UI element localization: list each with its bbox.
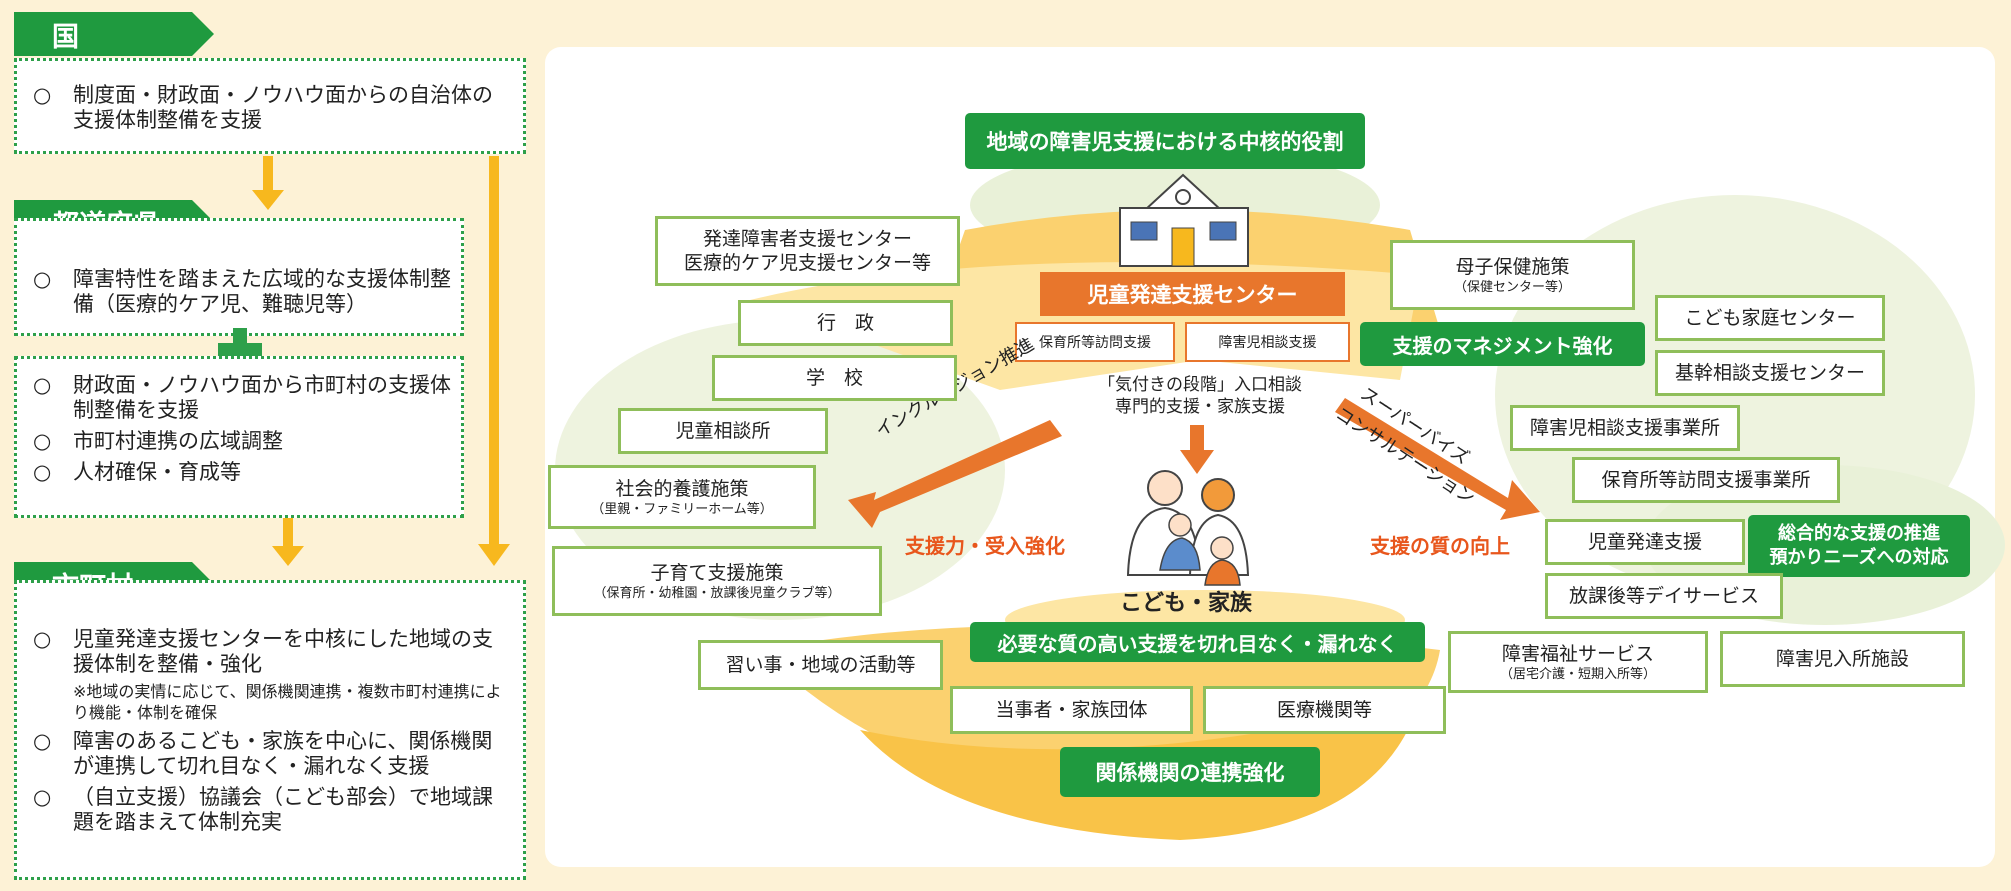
box-kosodate-2: （保育所・幼稚園・放課後児童クラブ等） (593, 585, 841, 601)
shichoson-text-1: 児童発達支援センターを中核にした地域の支援体制を整備・強化 (73, 627, 493, 676)
bullet: ○ (33, 373, 52, 397)
comprehensive-line-1: 総合的な支援の推進 (1778, 523, 1940, 544)
box-kikan-sodan: 基幹相談支援センター (1655, 350, 1885, 396)
center-desc-1: 「気付きの段階」入口相談 (1098, 375, 1302, 395)
building-icon (1119, 173, 1249, 267)
todofuken-box-2: ○ 財政面・ノウハウ面から市町村の支援体制整備を支援 ○ 市町村連携の広域調整 ○ 人… (14, 356, 464, 518)
box-hattatsu-2: 医療的ケア児支援センター等 (683, 252, 931, 274)
box-hoikusho-jigyo: 保育所等訪問支援事業所 (1572, 457, 1840, 503)
family-icon (1126, 470, 1250, 586)
management-banner: 支援のマネジメント強化 (1360, 322, 1645, 366)
family-banner: 必要な質の高い支援を切れ目なく・漏れなく (970, 622, 1425, 662)
box-boshi: 母子保健施策 （保健センター等） (1390, 240, 1635, 310)
box-fukushi-1: 障害福祉サービス (1501, 642, 1654, 665)
box-kosodate: 子育て支援施策 （保育所・幼稚園・放課後児童クラブ等） (552, 546, 882, 616)
bullet: ○ (33, 785, 52, 809)
box-shakai-2: （里親・ファミリーホーム等） (591, 501, 773, 517)
kuni-text: 制度面・財政面・ノウハウ面からの自治体の支援体制整備を支援 (73, 83, 493, 132)
box-shakai-1: 社会的養護施策 (615, 477, 749, 500)
todofuken-text-4: 人材確保・育成等 (73, 460, 241, 484)
box-hattatsu: 発達障害者支援センター 医療的ケア児支援センター等 (655, 216, 960, 286)
bullet: ○ (33, 729, 52, 753)
bottom-banner: 関係機関の連携強化 (1060, 747, 1320, 797)
bullet: ○ (33, 429, 52, 453)
box-gyosei: 行 政 (738, 300, 953, 346)
top-banner: 地域の障害児支援における中核的役割 (965, 113, 1365, 169)
box-boshi-1: 母子保健施策 (1455, 255, 1570, 278)
box-iryo: 医療機関等 (1203, 686, 1446, 734)
todofuken-text-1: 障害特性を踏まえた広域的な支援体制整備（医療的ケア児、難聴児等） (73, 267, 451, 316)
center-title: 児童発達支援センター (1040, 272, 1345, 316)
box-hokago: 放課後等デイサービス (1545, 573, 1783, 619)
shichoson-box: ○ 児童発達支援センターを中核にした地域の支援体制を整備・強化 ※地域の実情に応じ… (14, 580, 526, 880)
box-tojisha: 当事者・家族団体 (950, 686, 1193, 734)
shichoson-text-3: （自立支援）協議会（こども部会）で地域課題を踏まえて体制充実 (73, 785, 493, 834)
bullet: ○ (33, 83, 52, 107)
center-desc-2: 専門的支援・家族支援 (1115, 397, 1285, 417)
box-hattatsu-1: 発達障害者支援センター (702, 228, 912, 250)
kuni-box: ○ 制度面・財政面・ノウハウ面からの自治体の支援体制整備を支援 (14, 58, 526, 154)
bullet: ○ (33, 460, 52, 484)
flow-arrows (252, 156, 510, 566)
box-shakai: 社会的養護施策 （里親・ファミリーホーム等） (548, 465, 816, 529)
todofuken-text-2: 財政面・ノウハウ面から市町村の支援体制整備を支援 (73, 373, 451, 422)
todofuken-box-1: ○ 障害特性を踏まえた広域的な支援体制整備（医療的ケア児、難聴児等） (14, 218, 464, 336)
comprehensive-banner: 総合的な支援の推進 預かりニーズへの対応 (1748, 515, 1970, 577)
center-sub-sodan: 障害児相談支援 (1185, 322, 1350, 362)
left-result: 支援力・受入強化 (905, 534, 1065, 558)
shichoson-note: ※地域の実情に応じて、関係機関連携・複数市町村連携により機能・体制を確保 (73, 682, 502, 722)
family-label: こども・家族 (1120, 591, 1253, 616)
kuni-tag: 国 (14, 12, 214, 56)
box-kosodate-1: 子育て支援施策 (650, 561, 784, 584)
box-fukushi: 障害福祉サービス （居宅介護・短期入所等） (1448, 631, 1708, 693)
box-fukushi-2: （居宅介護・短期入所等） (1499, 666, 1656, 682)
box-nyusho: 障害児入所施設 (1720, 631, 1965, 687)
box-jido-hattatsu: 児童発達支援 (1545, 519, 1745, 565)
box-kodomo-katei: こども家庭センター (1655, 295, 1885, 341)
box-gakko: 学 校 (712, 355, 957, 401)
comprehensive-line-2: 預かりニーズへの対応 (1769, 547, 1949, 568)
center-sub-houmon: 保育所等訪問支援 (1015, 322, 1175, 362)
box-shogaiji-sodan-jigyo: 障害児相談支援事業所 (1510, 405, 1740, 451)
bullet: ○ (33, 627, 52, 651)
shichoson-text-2: 障害のあるこども・家族を中心に、関係機関が連携して切れ目なく・漏れなく支援 (73, 729, 493, 778)
bullet: ○ (33, 267, 52, 291)
box-boshi-2: （保健センター等） (1453, 279, 1571, 295)
box-naraigoto: 習い事・地域の活動等 (698, 640, 943, 690)
todofuken-text-3: 市町村連携の広域調整 (73, 429, 283, 453)
right-result: 支援の質の向上 (1370, 534, 1510, 558)
box-jido-sodan: 児童相談所 (618, 408, 828, 454)
